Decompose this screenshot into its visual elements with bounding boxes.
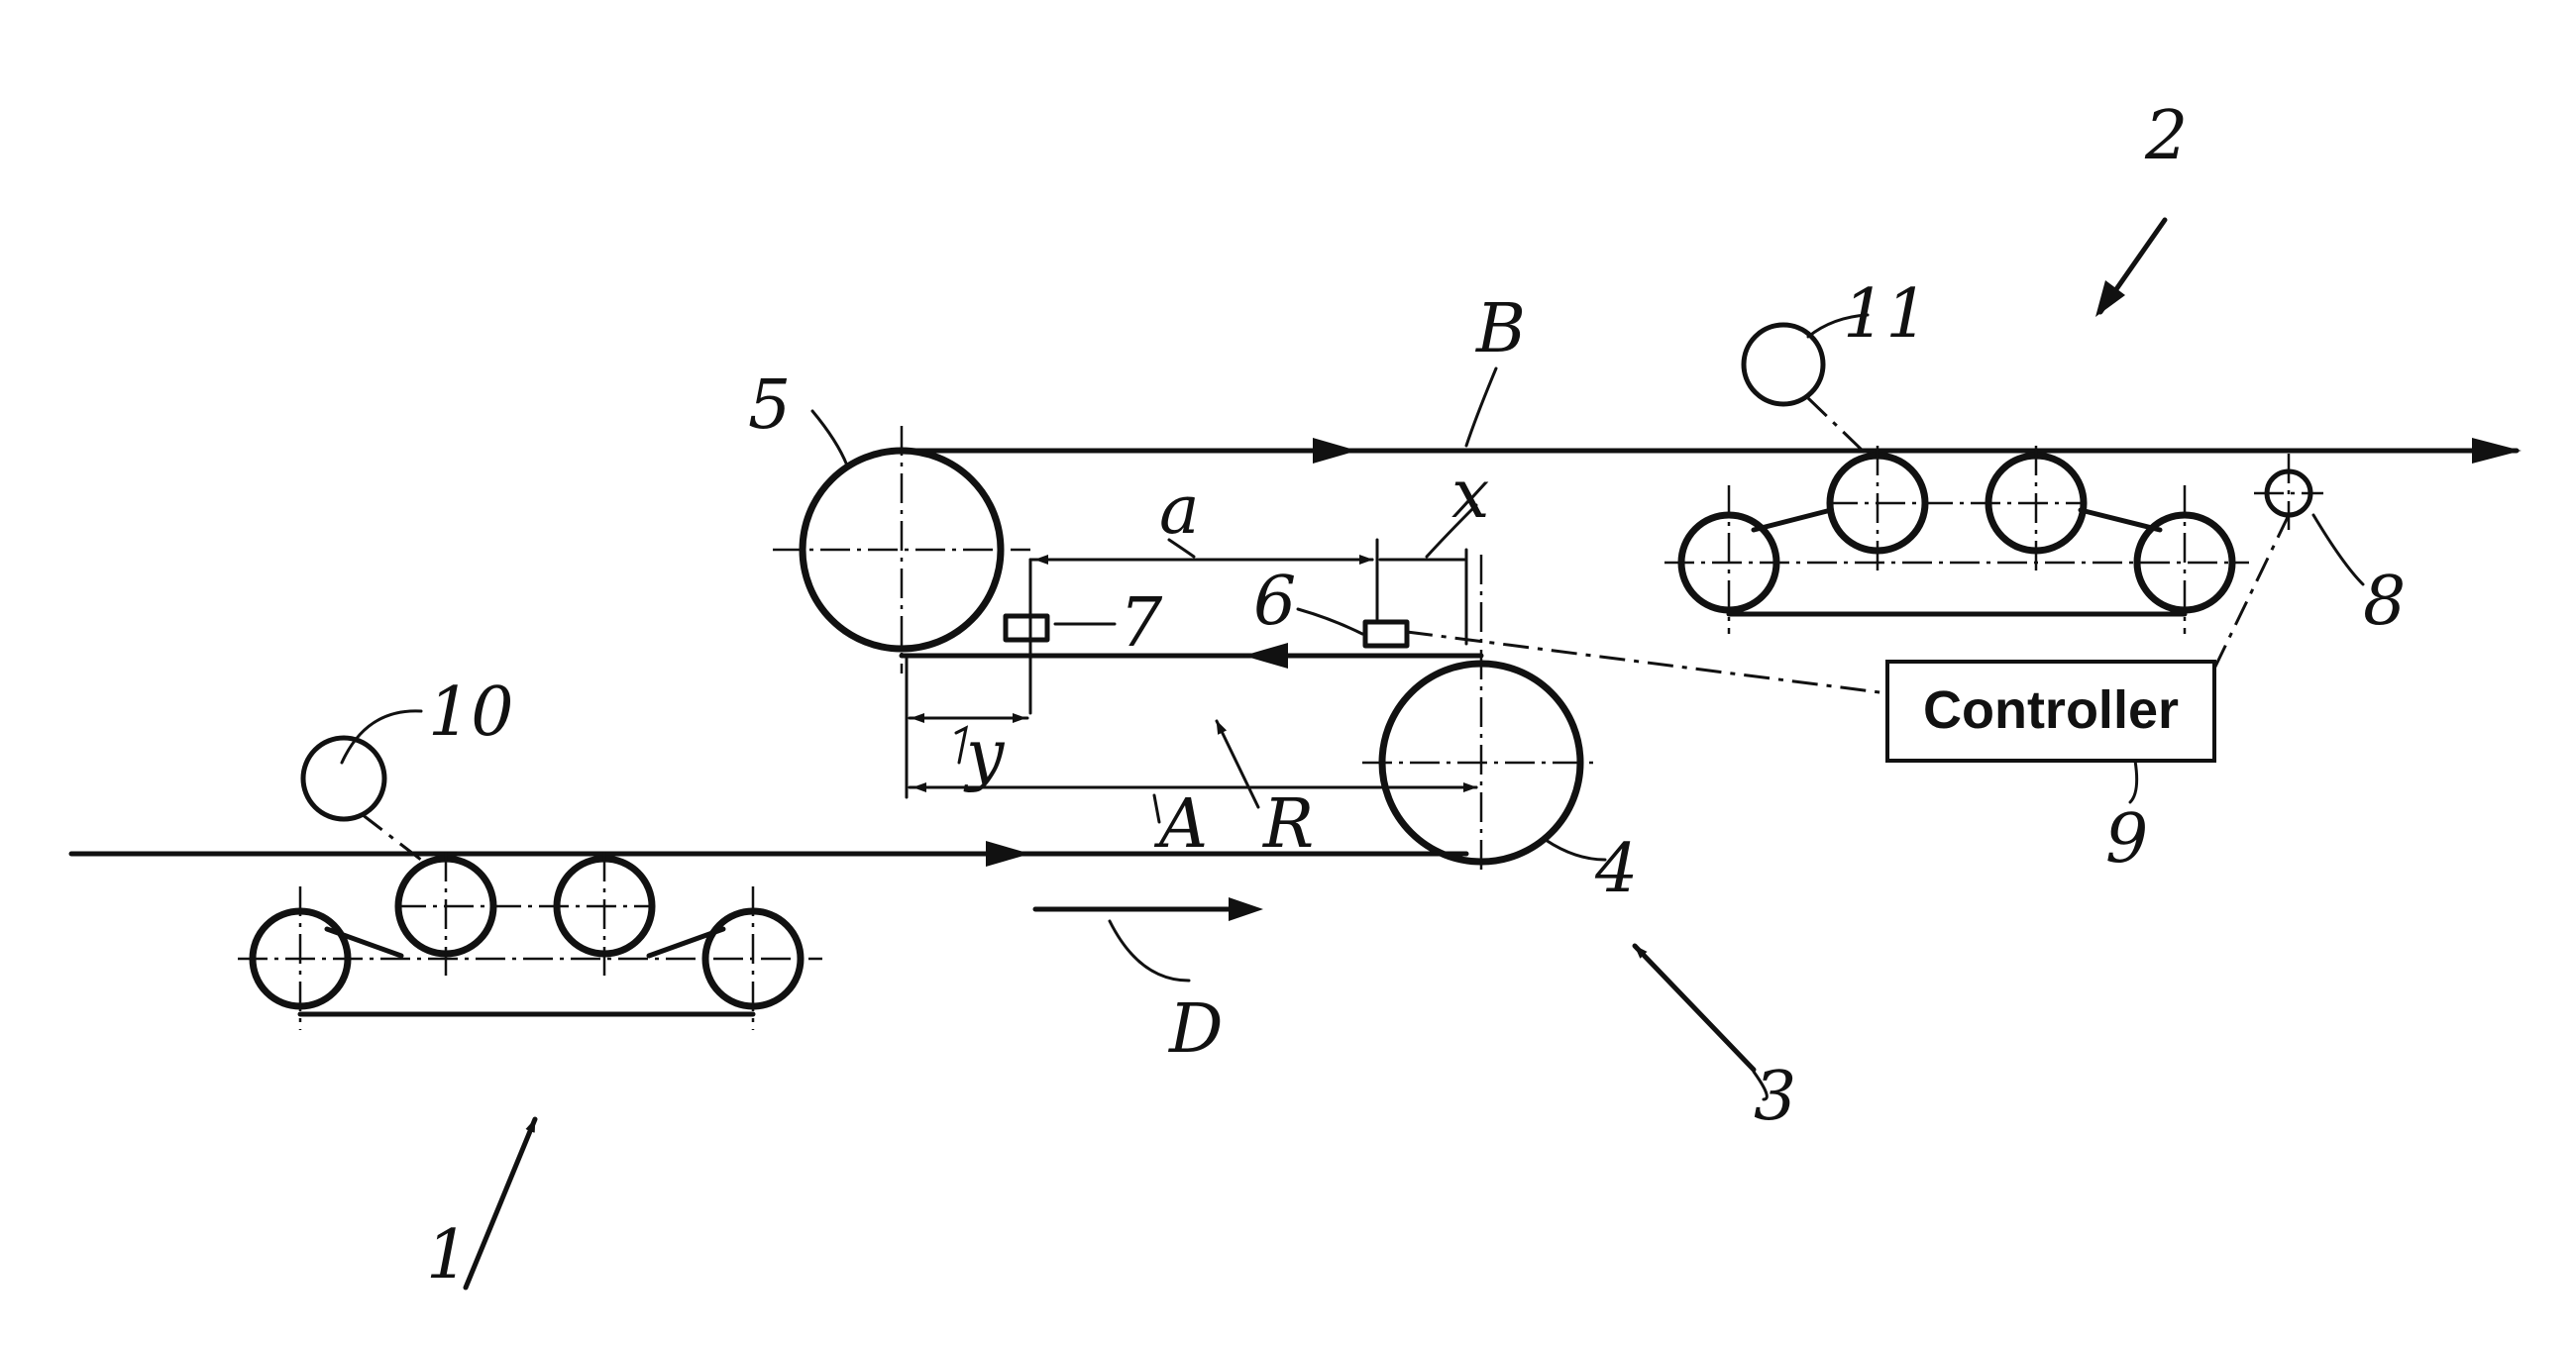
label-11: 11 <box>1843 275 1929 354</box>
controller-block: Controller 9 <box>1407 515 2289 879</box>
belt-segment <box>1754 510 1831 530</box>
upper-belt-arrow <box>1313 438 1357 464</box>
pointer-R <box>1217 721 1258 807</box>
label-3: 3 <box>1754 1058 1796 1136</box>
lower-conveyor-rollers <box>238 852 822 1030</box>
label-a: a <box>1159 471 1200 550</box>
lower-conveyor: 10 1 <box>71 673 1466 1294</box>
label-A: A <box>1153 785 1208 864</box>
label-7: 7 <box>1120 584 1163 663</box>
sensor-11 <box>1744 325 1823 404</box>
label-10: 10 <box>428 673 514 752</box>
label-R: R <box>1261 785 1314 864</box>
pointer-3 <box>1635 946 1754 1070</box>
belt-segment <box>2081 510 2160 530</box>
direction-d: D <box>1035 897 1263 1069</box>
leader-b <box>1466 368 1496 446</box>
controller-label: Controller <box>1923 680 2179 740</box>
middle-conveyor: 5 4 B 7 6 a x y <box>748 290 2522 1136</box>
label-y: y <box>963 716 1006 794</box>
belt-segment <box>327 929 401 956</box>
leader-d <box>1110 921 1189 981</box>
return-belt-arrow <box>1243 643 1288 669</box>
leader-5 <box>812 411 847 466</box>
sensor-6 <box>1365 622 1407 646</box>
label-d: D <box>1167 990 1224 1069</box>
label-5: 5 <box>748 366 791 445</box>
label-x: x <box>1451 456 1489 534</box>
leader-6 <box>1298 609 1362 634</box>
leader-8 <box>2313 515 2363 584</box>
link-11 <box>1808 398 1863 451</box>
sensor-7 <box>1006 616 1047 640</box>
label-1: 1 <box>426 1216 469 1294</box>
pointer-1 <box>466 1119 535 1288</box>
label-9: 9 <box>2105 800 2148 879</box>
upper-conveyor: 11 8 2 <box>1664 97 2406 641</box>
lower-conveyor-arrow <box>986 841 1030 867</box>
upper-belt-end-arrow <box>2472 438 2522 464</box>
belt-segment <box>649 929 723 956</box>
label-4: 4 <box>1594 830 1638 908</box>
label-b: B <box>1474 290 1526 368</box>
label-2: 2 <box>2144 97 2188 175</box>
sensor-10 <box>303 738 384 819</box>
leader-9 <box>2130 761 2137 802</box>
label-8: 8 <box>2363 563 2406 641</box>
label-6: 6 <box>1253 563 1296 641</box>
